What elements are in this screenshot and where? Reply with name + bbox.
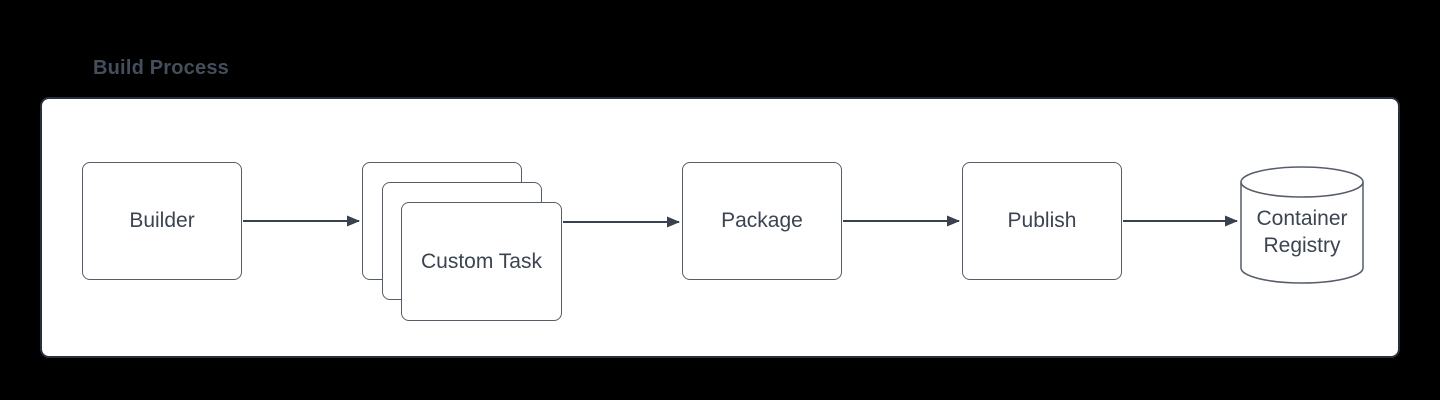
- node-container-registry[interactable]: Container Registry: [1240, 166, 1364, 284]
- node-package[interactable]: Package: [682, 162, 842, 280]
- node-custom-task[interactable]: Custom Task: [401, 202, 562, 321]
- container-frame: Builder Custom Task Custom Task Custom T…: [40, 97, 1400, 358]
- cylinder-shape-icon: [1240, 166, 1364, 284]
- node-publish[interactable]: Publish: [962, 162, 1122, 280]
- diagram-title: Build Process: [93, 57, 229, 79]
- node-publish-label: Publish: [1007, 209, 1077, 232]
- node-container-registry-label: Container Registry: [1256, 207, 1348, 257]
- node-builder-label: Builder: [129, 209, 195, 232]
- node-package-label: Package: [721, 209, 803, 232]
- node-custom-task-label: Custom Task: [421, 249, 542, 273]
- node-builder[interactable]: Builder: [82, 162, 242, 280]
